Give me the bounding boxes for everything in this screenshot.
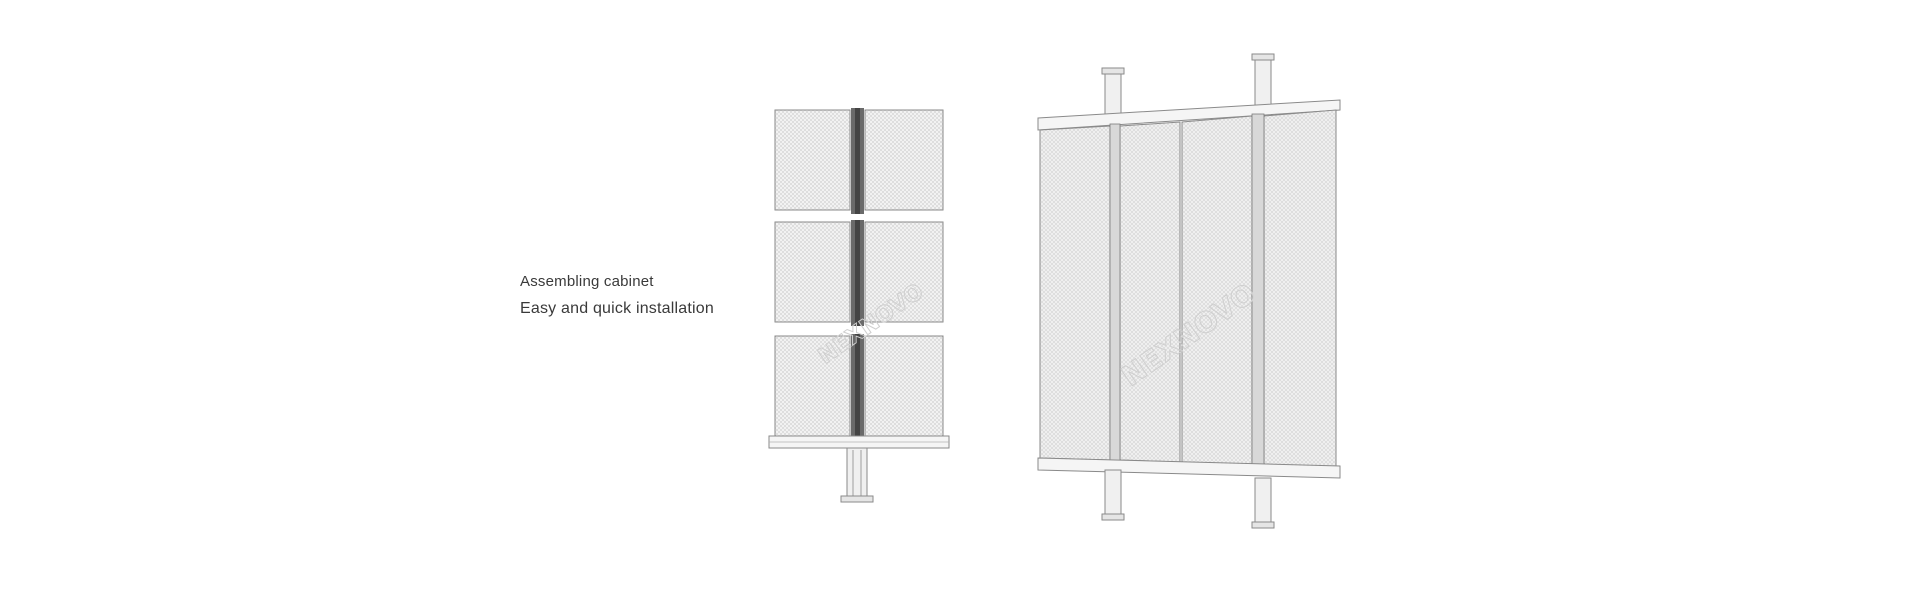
led-mesh-panels <box>1039 109 1337 469</box>
cabinet-module-middle <box>774 220 944 326</box>
cabinet-module-bottom <box>774 334 944 440</box>
vertical-support-bars <box>1109 113 1265 469</box>
cabinet-assembly-exploded-icon: NEXNOVO <box>768 108 950 503</box>
support-post <box>840 447 874 503</box>
bottom-rail <box>1037 457 1341 479</box>
cabinet-module-top <box>774 108 944 214</box>
caption-assembling-cabinet: Assembling cabinet <box>520 273 654 290</box>
cabinet-assembled-icon: NEXNOVO <box>1037 53 1341 529</box>
base-rail <box>768 435 950 449</box>
top-rail <box>1037 99 1341 131</box>
caption-easy-installation: Easy and quick installation <box>520 300 714 317</box>
bottom-mount-posts <box>1101 469 1275 529</box>
top-mount-posts <box>1101 53 1275 117</box>
